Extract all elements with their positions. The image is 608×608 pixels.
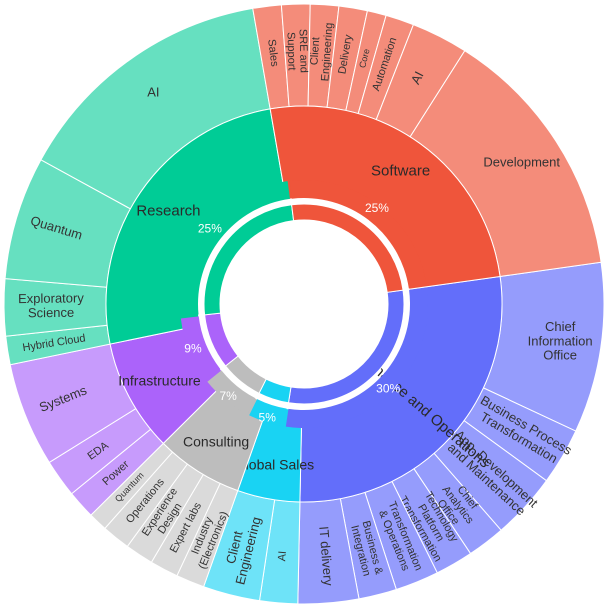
percent-label-4: 25% [198,222,222,236]
department-label-research: Research [136,203,200,220]
outer-label-software-sre-and-support: SRE andSupport [285,29,310,74]
percent-label-backer-0 [285,287,428,428]
percent-ring: 30% 5% 7% 9% 25% 25% [180,179,428,428]
percent-label-backer-2 [207,370,256,415]
percent-label-backer-1 [249,399,287,427]
department-label-global-sales: Global Sales [235,456,314,472]
department-label-infrastructure: Infrastructure [118,372,201,388]
percent-label-backer-3 [180,316,221,380]
center-hole [220,220,388,388]
outer-label-finance-and-operations-it-delivery: IT delivery [316,526,336,587]
outer-label-software-client-engineering: ClientEngineering [307,21,335,81]
department-label-consulting: Consulting [183,433,249,449]
outer-label-research-ai: AI [147,85,159,100]
department-label-software: Software [371,162,430,179]
percent-label-0: 30% [376,382,400,396]
percent-label-1: 5% [259,410,277,424]
percent-label-2: 7% [219,389,237,403]
percent-label-backer-4 [180,181,290,317]
outer-label-software-development: Development [483,155,560,170]
outer-label-software-ai: AI [408,69,427,87]
outer-label-global-sales-ai: AI [276,550,289,561]
percent-label-backer-5 [289,179,427,289]
department-segment-finance-and-operations[interactable] [299,275,503,503]
outer-label-research-exploratory-science: ExploratoryScience [18,291,85,321]
outer-label-software-core: Core [358,48,372,69]
percent-label-5: 25% [365,201,389,215]
percent-label-3: 9% [184,342,202,356]
outer-label-software-sales: Sales [265,39,280,68]
